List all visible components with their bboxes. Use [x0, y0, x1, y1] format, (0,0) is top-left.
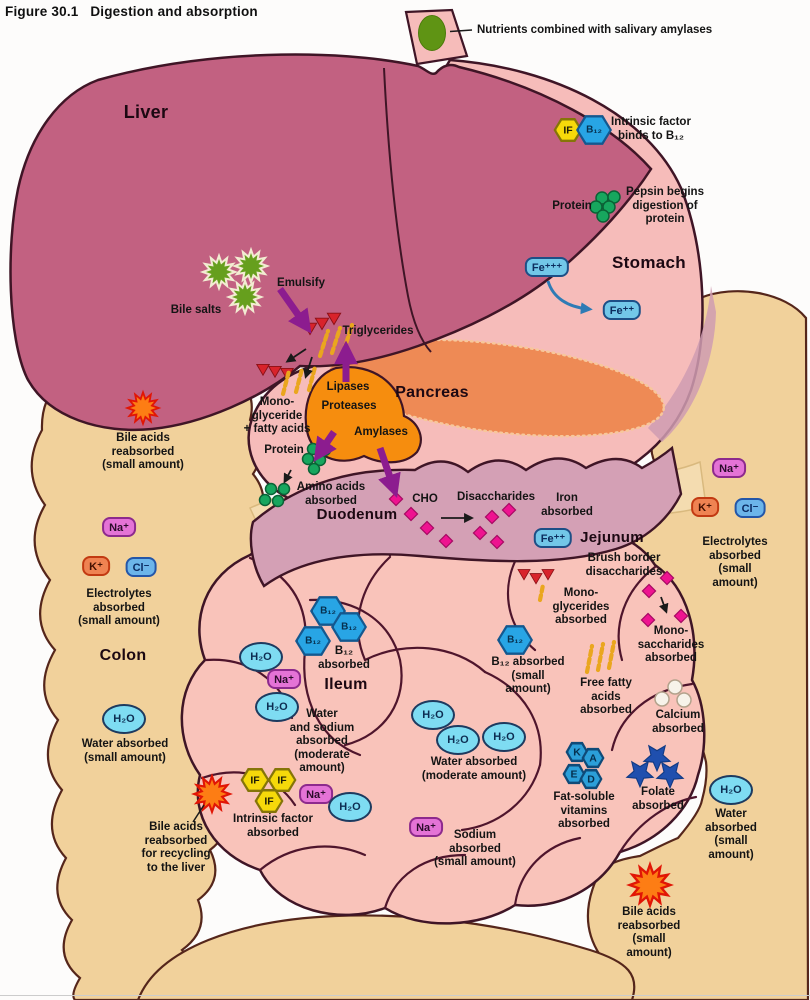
colon-left-shape [30, 348, 265, 1000]
pancreas-shape [328, 338, 666, 438]
liver-lobe-line [383, 67, 432, 353]
pointer-lines [192, 29, 473, 823]
sigmoid-colon-shape [136, 914, 636, 1000]
nutrient-bolus-icon [418, 15, 446, 51]
liver-shape [9, 53, 653, 432]
amino-acid-icon [258, 482, 291, 508]
iron-reduction-arrow [546, 280, 593, 315]
figure-title: Figure 30.1 Digestion and absorption [5, 4, 258, 19]
purple-arrows [277, 286, 401, 499]
calcium-icon [654, 679, 692, 708]
stomach-colon-overlap [648, 286, 716, 442]
black-arrows [283, 348, 669, 614]
